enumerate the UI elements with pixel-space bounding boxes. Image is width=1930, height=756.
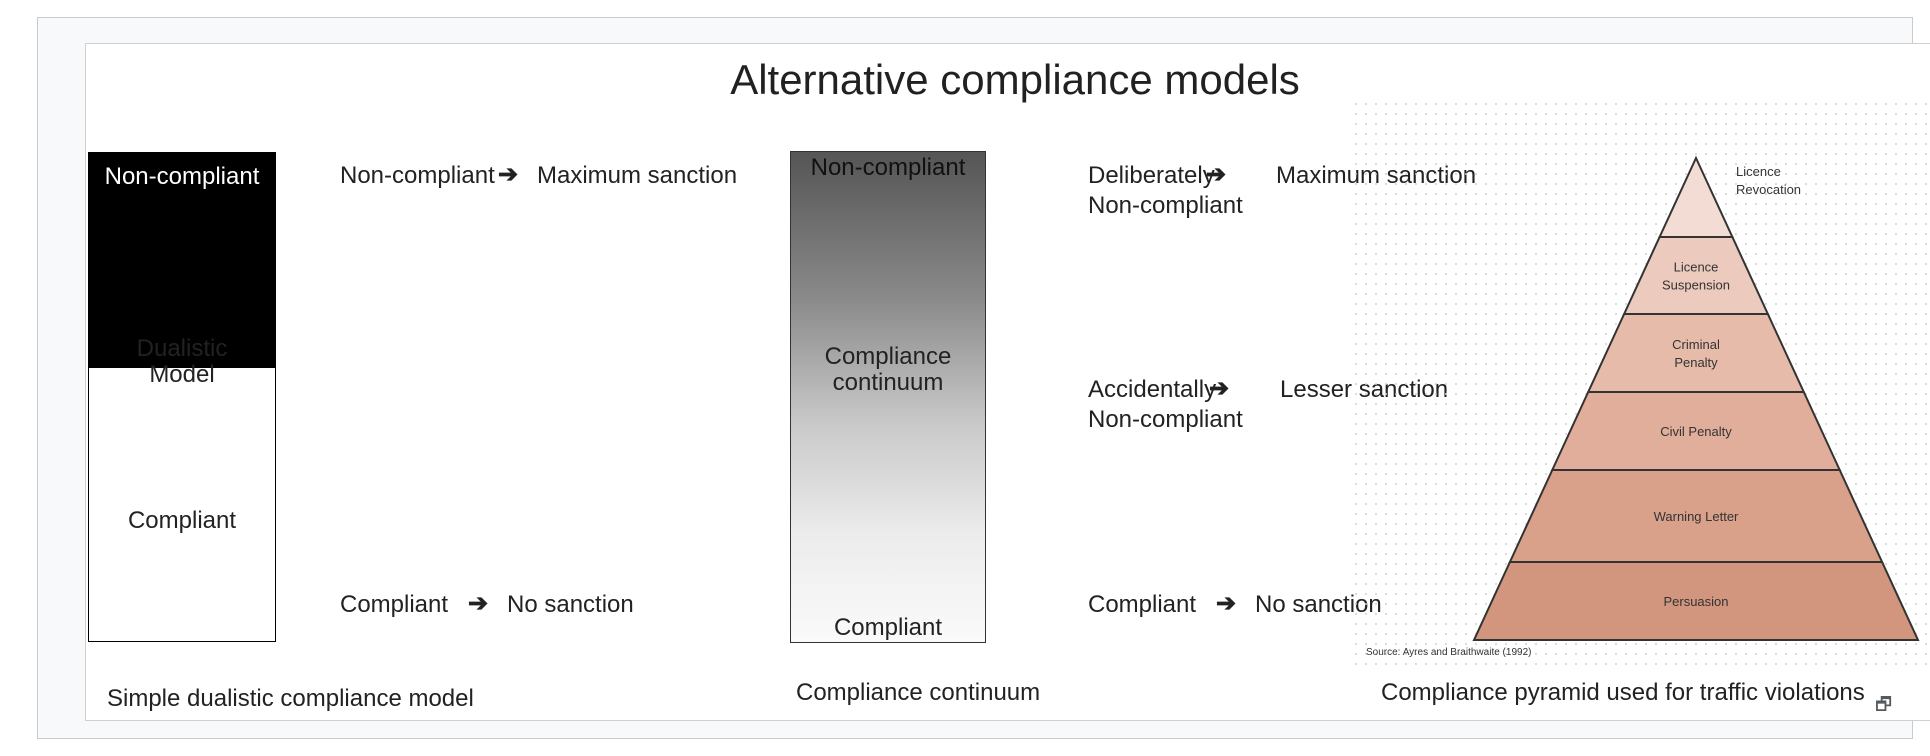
dualistic-middle-label-2: Model [149,361,215,388]
arrow-icon: ➔ [1206,161,1227,188]
dualistic-bottom-label: Compliant [127,507,237,534]
dual-row2-to: No sanction [507,591,634,618]
pyramid-level-label: Licence [1674,260,1719,275]
pyramid-level-label: Persuasion [1663,594,1728,609]
dual-row1-to: Maximum sanction [537,162,738,189]
pyramid-level [1472,561,1920,641]
dualistic-middle-label-1: Dualistic [136,335,228,362]
arrow-icon: ➔ [1209,375,1230,402]
continuum-bottom-label: Compliant [833,614,943,641]
diagram-title: Alternative compliance models [730,56,1300,103]
arrow-icon: ➔ [1216,590,1237,617]
cont-row1-from-1: Deliberately [1088,162,1215,189]
cont-row2-from-1: Accidentally [1088,376,1217,403]
pyramid-caption: Compliance pyramid used for traffic viol… [1381,679,1865,706]
diagram-image[interactable]: Alternative compliance models Non-compli… [85,43,1930,721]
cont-row3-from: Compliant [1088,591,1197,618]
continuum-caption: Compliance continuum [796,679,1041,706]
continuum-box: Non-compliant Compliance continuum Compl… [790,151,986,643]
dual-row2-from: Compliant [340,591,449,618]
pyramid-level-label: Warning Letter [1654,509,1739,524]
pyramid-graphic: LicenceRevocationLicenceSuspensionCrimin… [1472,155,1920,641]
pyramid-level [1658,155,1734,238]
thumbnail-frame: Alternative compliance models Non-compli… [37,17,1930,739]
magnify-clip-icon[interactable]: 🗗 [1875,694,1892,714]
pyramid-level-label: Revocation [1736,182,1801,197]
cont-row2-from-2: Non-compliant [1088,406,1243,433]
pyramid-source: Source: Ayres and Braithwaite (1992) [1366,647,1532,658]
arrow-icon: ➔ [468,590,489,617]
pyramid-level-label: Penalty [1674,355,1718,370]
continuum-middle-label-1: Compliance [824,343,952,370]
dualistic-box: Non-compliant Dualistic Model Compliant [88,152,276,642]
pyramid-level [1622,236,1770,315]
dualistic-top-label: Non-compliant [104,163,260,190]
pyramid-level-label: Suspension [1662,278,1730,293]
pyramid-level [1586,313,1806,393]
continuum-middle-label-2: continuum [832,369,944,396]
continuum-top-label: Non-compliant [810,154,966,181]
dualistic-caption: Simple dualistic compliance model [107,685,474,712]
non-compliant-zone [89,153,275,368]
pyramid-level-label: Criminal [1672,337,1720,352]
dual-row1-from: Non-compliant [340,162,495,189]
arrow-icon: ➔ [498,161,519,188]
pyramid-level-label: Civil Penalty [1660,424,1732,439]
pyramid-level-label: Licence [1736,164,1781,179]
cont-row1-from-2: Non-compliant [1088,192,1243,219]
